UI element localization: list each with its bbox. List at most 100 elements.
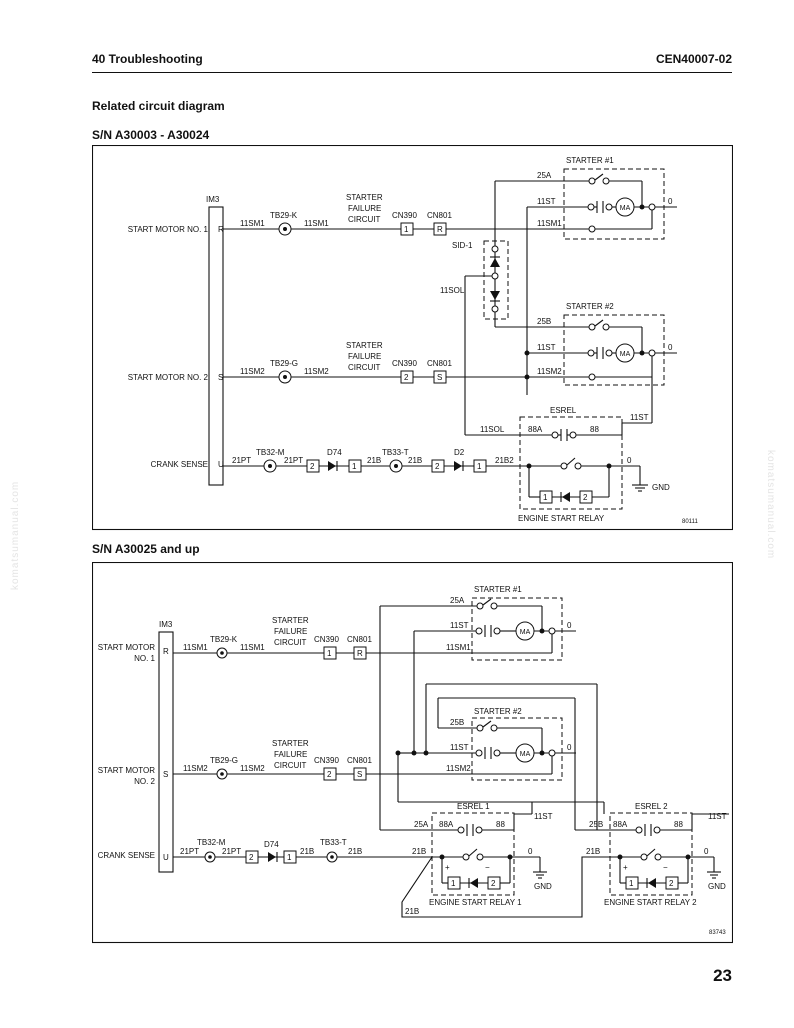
svg-text:CIRCUIT: CIRCUIT (348, 363, 381, 372)
svg-text:STARTER: STARTER (272, 616, 309, 625)
svg-text:25B: 25B (537, 317, 551, 326)
svg-text:CIRCUIT: CIRCUIT (274, 761, 307, 770)
page-number: 23 (713, 966, 732, 985)
pin-u: U (218, 460, 224, 469)
im3-label: IM3 (206, 195, 220, 204)
header-divider (92, 72, 732, 73)
svg-text:D74: D74 (264, 840, 279, 849)
header-doc-code: CEN40007-02 (655, 52, 732, 66)
svg-text:25A: 25A (414, 820, 429, 829)
engine-start-relay-label: ENGINE START RELAY (518, 514, 605, 523)
svg-text:11SM1: 11SM1 (537, 219, 562, 228)
diode-d2 (454, 461, 462, 471)
svg-text:21B: 21B (348, 847, 362, 856)
svg-text:1: 1 (543, 493, 548, 502)
gnd-label: GND (652, 483, 670, 492)
row2-crank-sense: CRANK SENSE (98, 851, 155, 860)
esrel-1-label: ESREL 1 (457, 802, 490, 811)
starter-2-label: STARTER #2 (566, 302, 614, 311)
svg-text:2: 2 (435, 462, 440, 471)
svg-text:MA: MA (520, 751, 531, 758)
connector-cn390-2 (400, 370, 414, 384)
label-tb32-m: TB32-M (256, 448, 285, 457)
svg-text:CIRCUIT: CIRCUIT (274, 638, 307, 647)
svg-text:11ST: 11ST (450, 621, 469, 630)
svg-text:GND: GND (534, 882, 552, 891)
circuit-diagram-1: IM3 R S U START MOTOR NO. 1 START MOTOR … (92, 145, 733, 531)
watermark-right: komatsumanual.com (765, 450, 776, 560)
im3-label-2: IM3 (159, 620, 173, 629)
svg-text:11SM2: 11SM2 (537, 367, 562, 376)
svg-text:1: 1 (327, 649, 332, 658)
svg-text:2: 2 (327, 770, 332, 779)
svg-text:S: S (437, 373, 442, 382)
svg-text:21B: 21B (412, 847, 426, 856)
esrel-label: ESREL (550, 406, 577, 415)
diagram1-frame (92, 145, 733, 531)
wire-11sm1: 11SM1 (240, 219, 265, 228)
engine-start-relay-2-label: ENGINE START RELAY 2 (604, 898, 697, 907)
im3-controller (208, 206, 224, 486)
svg-text:S: S (357, 770, 362, 779)
svg-text:0: 0 (567, 743, 572, 752)
svg-text:11SM2: 11SM2 (304, 367, 329, 376)
diagram2-ref: 83743 (709, 930, 726, 936)
svg-text:11ST: 11ST (450, 743, 469, 752)
svg-text:21B: 21B (586, 847, 600, 856)
svg-text:FAILURE: FAILURE (274, 750, 307, 759)
label-tb33-t: TB33-T (382, 448, 409, 457)
svg-text:11SM1: 11SM1 (446, 643, 471, 652)
svg-text:11SM2: 11SM2 (183, 764, 208, 773)
svg-text:21B: 21B (367, 456, 381, 465)
row-crank-sense: CRANK SENSE (151, 460, 208, 469)
svg-text:1: 1 (404, 225, 409, 234)
svg-text:11SM2: 11SM2 (240, 764, 265, 773)
svg-text:11ST: 11ST (534, 812, 553, 821)
svg-text:FAILURE: FAILURE (274, 627, 307, 636)
svg-text:88A: 88A (613, 820, 628, 829)
starter-2-box (563, 314, 665, 386)
label-cn390-1: CN390 (392, 211, 417, 220)
svg-text:STARTER #1: STARTER #1 (474, 585, 522, 594)
svg-text:NO. 1: NO. 1 (134, 654, 155, 663)
im3-controller-2 (158, 631, 174, 873)
diagram1-ref: 80111 (682, 519, 698, 525)
svg-text:0: 0 (567, 621, 572, 630)
label-d2: D2 (454, 448, 465, 457)
diagram2-frame (92, 562, 733, 944)
svg-text:21B2: 21B2 (495, 456, 514, 465)
diode-d74 (328, 461, 336, 471)
svg-text:2: 2 (404, 373, 409, 382)
diagram2-caption: S/N A30025 and up (92, 542, 200, 556)
diagram1-caption: S/N A30003 - A30024 (92, 128, 210, 142)
svg-text:TB33-T: TB33-T (320, 838, 347, 847)
svg-text:21B: 21B (405, 907, 419, 916)
svg-text:TB32-M: TB32-M (197, 838, 226, 847)
svg-text:11ST: 11ST (630, 413, 649, 422)
svg-text:STARTER #2: STARTER #2 (474, 707, 522, 716)
svg-text:1: 1 (451, 879, 456, 888)
svg-text:2: 2 (249, 853, 254, 862)
svg-text:2: 2 (583, 493, 588, 502)
svg-text:88: 88 (674, 820, 683, 829)
label-cn801-1: CN801 (427, 211, 452, 220)
pin-r: R (218, 225, 224, 234)
svg-text:CN390: CN390 (314, 635, 339, 644)
svg-text:0: 0 (668, 343, 673, 352)
sfc1-line2: FAILURE (348, 204, 381, 213)
engine-start-relay-1-label: ENGINE START RELAY 1 (429, 898, 522, 907)
svg-text:0: 0 (627, 456, 632, 465)
svg-text:TB29-G: TB29-G (210, 756, 238, 765)
label-d74: D74 (327, 448, 342, 457)
svg-text:11ST: 11ST (537, 197, 556, 206)
svg-text:2: 2 (491, 879, 496, 888)
svg-text:+: + (445, 863, 450, 872)
label-tb29-g: TB29-G (270, 359, 298, 368)
sid-1-box (483, 240, 509, 320)
svg-text:TB29-K: TB29-K (210, 635, 238, 644)
svg-text:R: R (357, 649, 363, 658)
svg-text:2: 2 (669, 879, 674, 888)
svg-text:S: S (163, 770, 168, 779)
label-tb29-k: TB29-K (270, 211, 298, 220)
svg-text:MA: MA (620, 205, 631, 212)
